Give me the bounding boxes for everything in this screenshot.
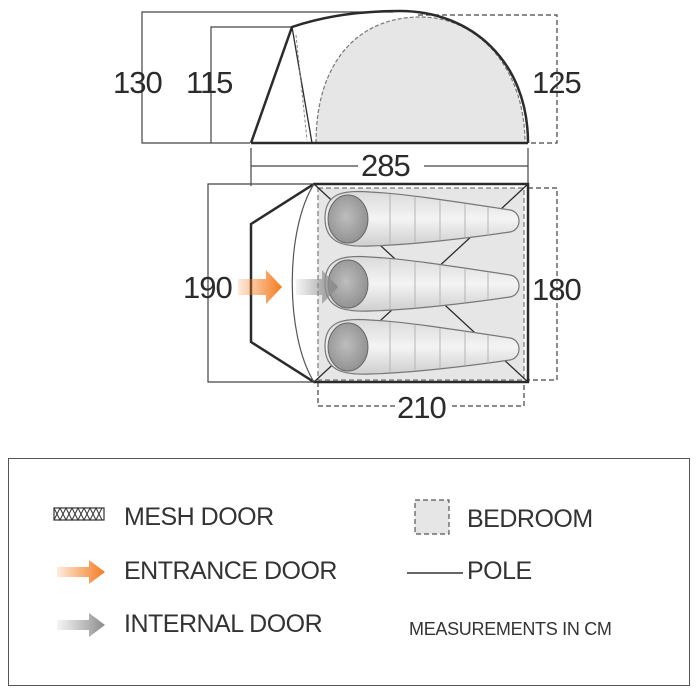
head-1: [327, 194, 369, 244]
dim-115: 115: [186, 65, 232, 100]
dim-line-190: [207, 183, 312, 383]
dim-190: 190: [183, 270, 232, 305]
legend-internal-door: INTERNAL DOOR: [124, 610, 323, 638]
legend: MESH DOOR ENTRANCE DOOR INTERNAL DOOR BE…: [8, 458, 690, 686]
sleeping-bag-3: [324, 318, 520, 375]
dim-line-210-left: [317, 382, 395, 407]
legend-entrance-door: ENTRANCE DOOR: [124, 557, 337, 585]
floor-plan: 190 180 210: [183, 182, 582, 425]
dim-line-115: [210, 26, 292, 143]
grey-arrow-icon: [57, 613, 105, 637]
legend-pole: POLE: [467, 557, 532, 585]
dim-line-130: [141, 11, 393, 144]
porch-door-curve: [291, 183, 315, 383]
line-icon: [407, 572, 463, 574]
sleeping-bag-1: [324, 190, 520, 247]
legend-mesh-door: MESH DOOR: [124, 503, 274, 531]
door-mesh-line: [295, 34, 308, 141]
internal-door-arrow: [296, 270, 338, 304]
mesh-pattern-icon: [53, 507, 105, 521]
bedroom-profile: [315, 16, 526, 144]
dim-180: 180: [532, 272, 581, 307]
flysheet-profile: [249, 9, 530, 144]
orange-arrow-icon: [57, 560, 105, 584]
dim-line-180: [528, 187, 558, 381]
legend-bedroom: BEDROOM: [467, 505, 593, 533]
side-elevation: 130 115 125: [113, 9, 582, 145]
dim-125: 125: [532, 65, 581, 100]
dashed-square-icon: [414, 499, 450, 535]
head-3: [327, 322, 369, 372]
tent-diagram: 130 115 125 285: [113, 9, 582, 425]
dim-line-125: [418, 14, 558, 144]
dim-285-group: 285: [250, 148, 529, 186]
dim-130: 130: [113, 65, 162, 100]
legend-units-note: MEASUREMENTS IN CM: [409, 619, 612, 639]
door-edge-line: [291, 26, 313, 144]
dim-285: 285: [361, 148, 410, 183]
dim-line-210-right: [452, 382, 525, 407]
entrance-door-arrow: [238, 270, 282, 304]
dim-210: 210: [397, 390, 446, 425]
sleeping-bag-2: [324, 255, 520, 312]
